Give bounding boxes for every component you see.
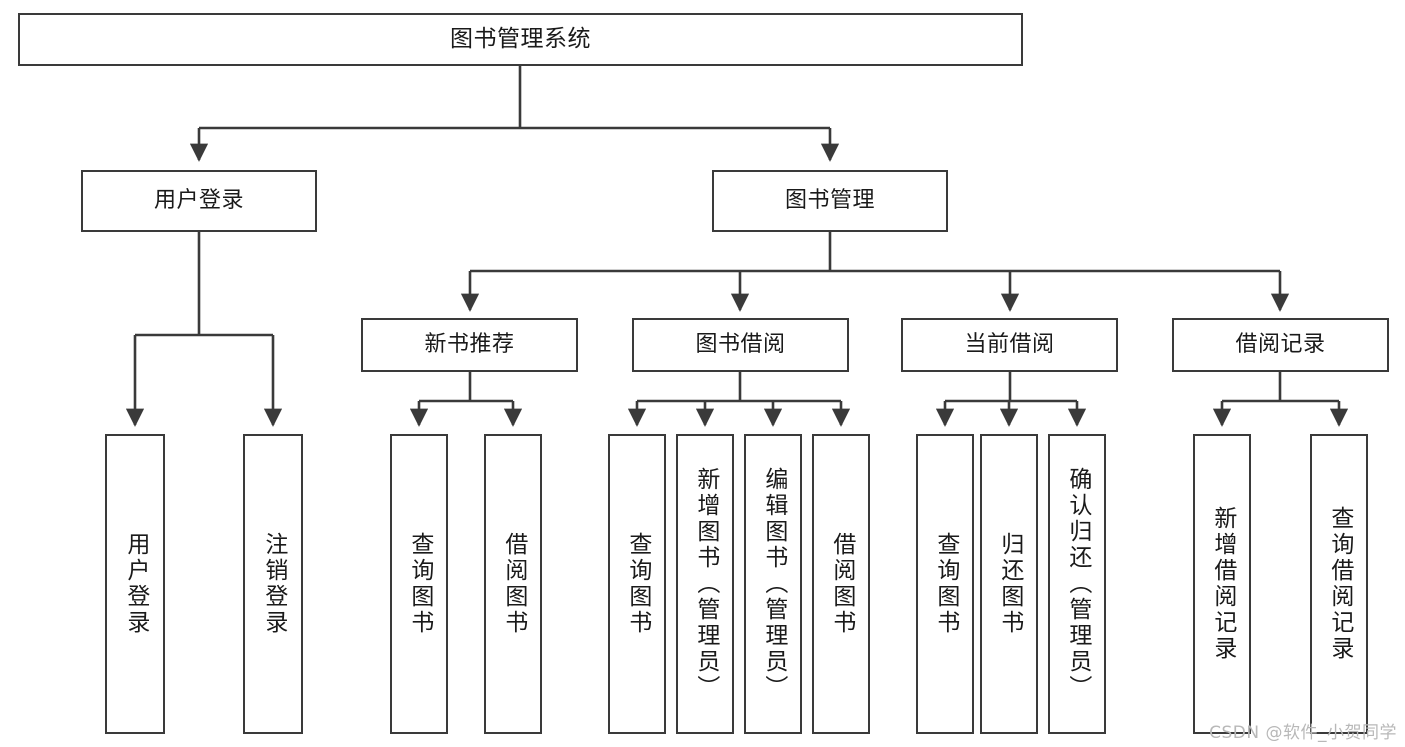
node-borrow-record[interactable]: 借阅记录 <box>1172 318 1389 372</box>
leaf-return-book[interactable]: 归还图书 <box>980 434 1038 734</box>
node-current-borrow-label: 当前借阅 <box>964 332 1055 358</box>
node-borrow-record-label: 借阅记录 <box>1235 332 1326 358</box>
node-current-borrow[interactable]: 当前借阅 <box>901 318 1118 372</box>
leaf-borrow-book-2-label: 借阅图书 <box>828 532 855 636</box>
leaf-query-record-label: 查询借阅记录 <box>1326 506 1353 662</box>
csdn-watermark: CSDN @软件_小贺同学 <box>1209 723 1397 743</box>
node-book-borrow-label: 图书借阅 <box>695 332 786 358</box>
leaf-borrow-book-1-label: 借阅图书 <box>500 532 527 636</box>
leaf-confirm-return-label: 确认归还（管理员） <box>1064 467 1091 701</box>
leaf-edit-book[interactable]: 编辑图书（管理员） <box>744 434 802 734</box>
leaf-logout-login[interactable]: 注销登录 <box>243 434 303 734</box>
node-new-book-recommend-label: 新书推荐 <box>424 332 515 358</box>
leaf-query-book-1[interactable]: 查询图书 <box>390 434 448 734</box>
node-root-label: 图书管理系统 <box>450 26 591 53</box>
leaf-query-book-2[interactable]: 查询图书 <box>608 434 666 734</box>
leaf-query-book-1-label: 查询图书 <box>406 532 433 636</box>
leaf-user-login[interactable]: 用户登录 <box>105 434 165 734</box>
leaf-confirm-return[interactable]: 确认归还（管理员） <box>1048 434 1106 734</box>
leaf-borrow-book-2[interactable]: 借阅图书 <box>812 434 870 734</box>
node-book-management-label: 图书管理 <box>784 188 875 214</box>
leaf-query-book-2-label: 查询图书 <box>624 532 651 636</box>
node-user-login-label: 用户登录 <box>153 188 244 214</box>
node-root[interactable]: 图书管理系统 <box>18 13 1023 66</box>
leaf-query-book-3[interactable]: 查询图书 <box>916 434 974 734</box>
leaf-user-login-label: 用户登录 <box>122 532 149 636</box>
leaf-add-book-label: 新增图书（管理员） <box>692 467 719 701</box>
node-user-login[interactable]: 用户登录 <box>81 170 317 232</box>
node-book-borrow[interactable]: 图书借阅 <box>632 318 849 372</box>
node-book-management[interactable]: 图书管理 <box>712 170 948 232</box>
leaf-query-book-3-label: 查询图书 <box>932 532 959 636</box>
node-new-book-recommend[interactable]: 新书推荐 <box>361 318 578 372</box>
leaf-return-book-label: 归还图书 <box>996 532 1023 636</box>
leaf-logout-login-label: 注销登录 <box>260 532 287 636</box>
leaf-add-book[interactable]: 新增图书（管理员） <box>676 434 734 734</box>
leaf-add-record[interactable]: 新增借阅记录 <box>1193 434 1251 734</box>
leaf-edit-book-label: 编辑图书（管理员） <box>760 467 787 701</box>
leaf-add-record-label: 新增借阅记录 <box>1209 506 1236 662</box>
leaf-query-record[interactable]: 查询借阅记录 <box>1310 434 1368 734</box>
leaf-borrow-book-1[interactable]: 借阅图书 <box>484 434 542 734</box>
